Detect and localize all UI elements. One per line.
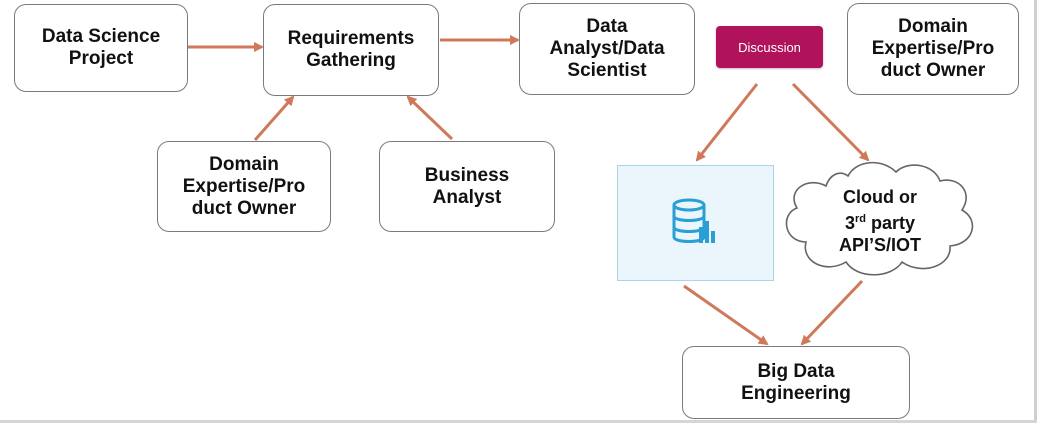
domain-expertise-top-label: Domain Expertise/Pro duct Owner: [871, 16, 995, 81]
frame-edge-right: [1034, 0, 1037, 423]
arrow-discussion-to-cloud: [791, 82, 870, 162]
business-analyst-node: Business Analyst: [379, 141, 555, 232]
arrow-business-to-requirements: [406, 95, 454, 141]
domain-expertise-bottom-node: Domain Expertise/Pro duct Owner: [157, 141, 331, 232]
database-chart-icon: [672, 198, 715, 243]
discussion-tag: Discussion: [716, 26, 823, 68]
big-data-engineering-label: Big Data Engineering: [741, 360, 851, 404]
business-analyst-label: Business Analyst: [424, 164, 510, 208]
cloud-node-label: Cloud or 3rd party API’S/IOT: [805, 186, 955, 256]
cloud-line-3: API’S/IOT: [838, 235, 921, 255]
domain-expertise-bottom-label: Domain Expertise/Pro duct Owner: [182, 153, 306, 219]
big-data-engineering-node: Big Data Engineering: [682, 346, 910, 419]
cloud-line-2-number: 3: [844, 213, 855, 233]
domain-expertise-top-node: Domain Expertise/Pro duct Owner: [847, 3, 1019, 95]
cloud-shape: [785, 161, 974, 276]
requirements-gathering-label: Requirements Gathering: [287, 28, 415, 71]
cloud-line-1: Cloud or: [843, 187, 917, 207]
database-panel: [617, 165, 774, 281]
arrow-cloud-to-bigdata: [800, 279, 864, 346]
data-science-project-label: Data Science Project: [41, 26, 161, 69]
data-science-project-node: Data Science Project: [14, 4, 188, 92]
frame-edge-bottom: [0, 420, 1037, 423]
cloud-line-2-sup: rd: [854, 213, 866, 225]
data-analyst-node: Data Analyst/Data Scientist: [519, 3, 695, 95]
arrow-database-to-bigdata: [683, 284, 769, 346]
arrow-domain-to-requirements: [253, 95, 295, 141]
arrow-discussion-to-database: [695, 83, 759, 162]
data-analyst-label: Data Analyst/Data Scientist: [549, 16, 665, 81]
cloud-line-2: 3rd party: [805, 208, 955, 234]
discussion-label: Discussion: [738, 39, 801, 55]
cloud-line-2-rest: party: [865, 213, 916, 233]
requirements-gathering-node: Requirements Gathering: [263, 4, 439, 96]
